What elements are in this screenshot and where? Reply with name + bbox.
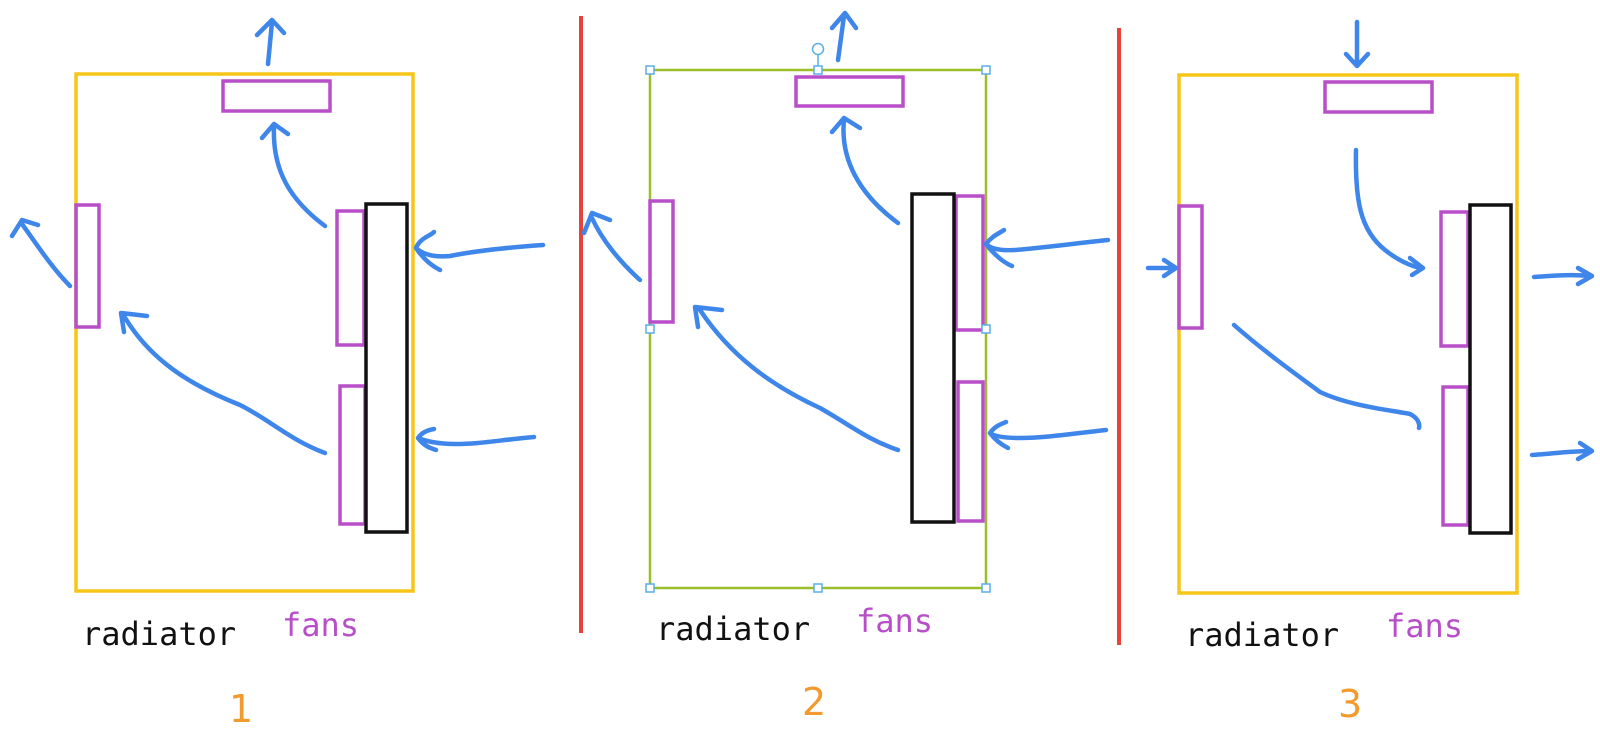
arrow-intake-upper [413, 229, 546, 273]
case-outline-selected[interactable] [648, 68, 988, 590]
front-fan-upper [1439, 210, 1470, 348]
arrow-to-top-fan [829, 115, 901, 226]
resize-handle-bl[interactable] [645, 583, 655, 593]
case-outline [1177, 73, 1519, 595]
panel-1: radiator fans 1 [9, 17, 546, 731]
radiator-label: radiator [82, 615, 236, 653]
panel-number: 3 [1338, 682, 1362, 726]
resize-handle-ml[interactable] [645, 324, 655, 334]
arrow-exhaust-rear [9, 217, 73, 289]
radiator [364, 202, 409, 534]
arrow-exhaust-rear [581, 210, 643, 283]
arrow-exhaust-top [254, 17, 287, 67]
radiator-label: radiator [656, 610, 810, 648]
resize-handle-br[interactable] [981, 583, 991, 593]
radiator [1468, 203, 1513, 535]
arrow-intake-lower [415, 426, 537, 453]
rear-fan [74, 203, 101, 329]
panel-3: radiator fans 3 [1145, 19, 1595, 726]
resize-handle-mr[interactable] [981, 324, 991, 334]
panel-number: 2 [802, 680, 826, 724]
top-fan [794, 75, 905, 108]
arrow-to-rear-fan [692, 304, 901, 453]
arrow-exhaust-lower [1529, 440, 1595, 462]
panel-2[interactable]: radiator fans 2 [581, 10, 1111, 724]
rotate-handle[interactable] [811, 42, 825, 56]
radiator-label: radiator [1185, 616, 1339, 654]
front-fan-lower [1441, 385, 1470, 527]
airflow-arrows [9, 17, 546, 456]
panel-number: 1 [229, 687, 253, 731]
resize-handle-tl[interactable] [645, 65, 655, 75]
front-fan-lower [338, 384, 367, 526]
airflow-arrows [1145, 19, 1595, 462]
front-fan-upper [335, 209, 366, 347]
fans-label: fans [282, 606, 359, 644]
arrow-to-rear-fan [118, 310, 328, 456]
radiator [910, 192, 956, 524]
top-fan [221, 79, 332, 113]
arrow-intake-lower [987, 419, 1109, 451]
resize-handle-bc[interactable] [813, 583, 823, 593]
front-fan-upper [954, 194, 985, 332]
selection-handles[interactable] [645, 42, 991, 593]
resize-handle-tr[interactable] [981, 65, 991, 75]
rear-fan [648, 199, 675, 324]
arrow-top-to-front-fan [1353, 147, 1426, 278]
arrow-rear-to-front-fan [1231, 322, 1422, 431]
fans-label: fans [1386, 607, 1463, 645]
arrow-exhaust-top [829, 10, 859, 63]
arrow-intake-upper [983, 227, 1111, 269]
top-fan [1323, 80, 1434, 114]
airflow-arrows [581, 10, 1111, 453]
arrow-intake-rear [1145, 257, 1179, 279]
fans-label: fans [856, 602, 933, 640]
arrow-exhaust-upper [1531, 265, 1595, 287]
front-fan-lower [956, 380, 985, 523]
arrow-intake-top [1343, 19, 1371, 69]
case-outline [74, 72, 415, 593]
rear-fan [1177, 204, 1204, 330]
resize-handle-tc[interactable] [813, 65, 823, 75]
arrow-to-top-fan [259, 121, 328, 229]
